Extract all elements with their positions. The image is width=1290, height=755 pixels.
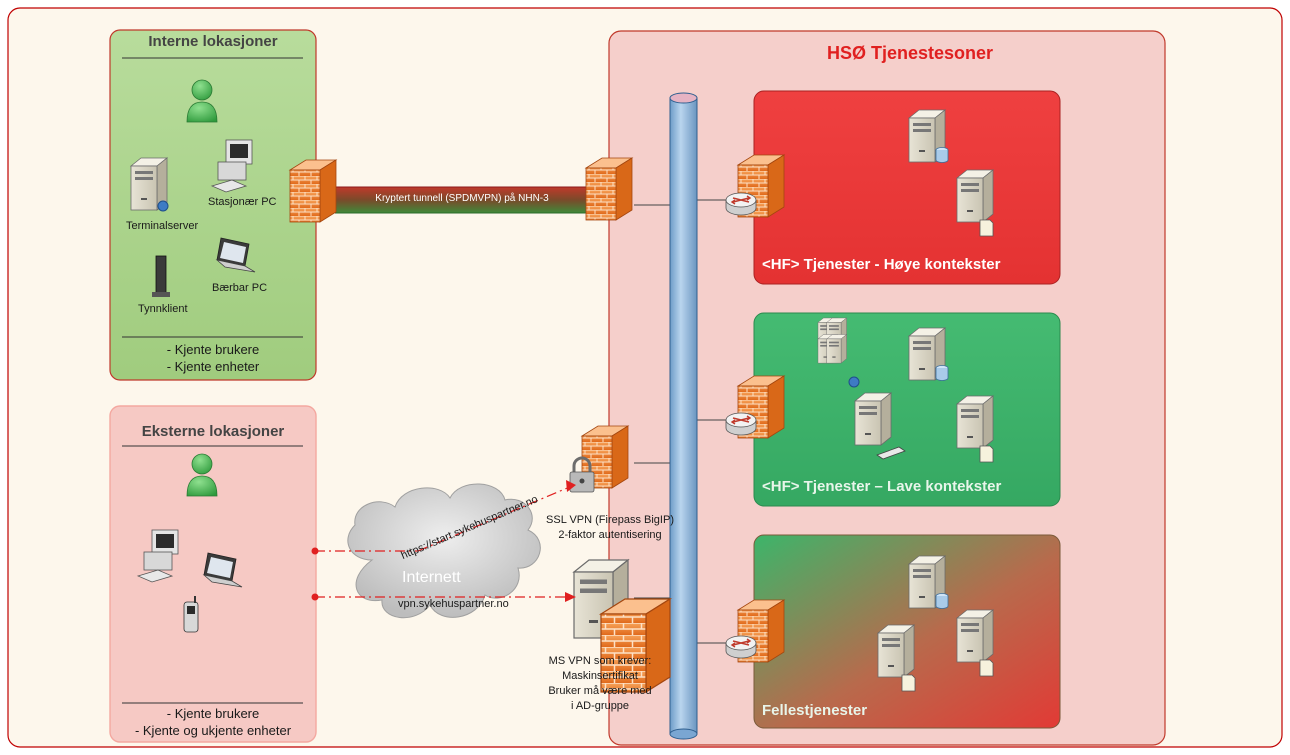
network-backbone [669,92,698,740]
internal-note-known-devices: - Kjente enheter [166,359,260,374]
connection-endpoint [311,593,319,601]
internal-note-known-users: - Kjente brukere [166,342,260,357]
thin-client-icon [152,255,170,297]
ms-vpn-label-line4: i AD-gruppe [570,700,630,712]
connection-lines [315,485,573,598]
terminal-server-label: Terminalserver [126,220,199,232]
desktop-pc-label: Stasjonær PC [208,196,277,208]
connection-endpoint [311,547,319,555]
external-locations-title: Eksterne lokasjoner [141,423,285,440]
internal-locations-title: Interne lokasjoner [148,33,278,50]
router-icon [725,635,757,659]
external-note-known-users: - Kjente brukere [166,706,260,721]
vpn-url-label: vpn.sykehuspartner.no [398,598,509,610]
ms-vpn-label-line2: Maskinsertifikat [562,670,638,682]
tunnel-label: Kryptert tunnell (SPDMVPN) på NHN-3 [375,193,549,204]
ms-vpn-label-line1: MS VPN som krever: [548,655,652,667]
mobile-phone-icon [183,596,199,633]
internet-cloud-icon [347,483,541,619]
firewall-icon [289,159,337,223]
external-note-devices: - Kjente og ukjente enheter [134,723,292,738]
arrow-head [565,592,576,602]
thin-client-label: Tynnklient [138,303,188,315]
terminal-server-icon [130,157,169,212]
arrow-head [566,480,576,492]
server-icon [908,327,949,381]
bus-connectors [634,199,726,644]
encrypted-tunnel [335,186,589,214]
internet-label: Internett [402,569,461,586]
server-icon [908,555,949,609]
server-icon [854,392,906,460]
server-icon [908,109,949,163]
ssl-vpn-label-line2: 2-faktor autentisering [558,529,662,541]
zone-shared-label: Fellestjenester [762,702,868,719]
server-rack-icon [817,317,860,388]
laptop-label: Bærbar PC [212,282,268,294]
router-icon [725,412,757,436]
hso-title: HSØ Tjenestesoner [826,43,994,63]
ssl-vpn-label-line1: SSL VPN (Firepass BigIP) [546,514,674,526]
zone-low-label: <HF> Tjenester – Lave kontekster [762,478,1002,495]
firewall-icon [585,157,633,221]
zone-high-label: <HF> Tjenester - Høye kontekster [762,256,1001,273]
router-icon [725,192,757,216]
ms-vpn-label-line3: Bruker må være med [548,685,652,697]
